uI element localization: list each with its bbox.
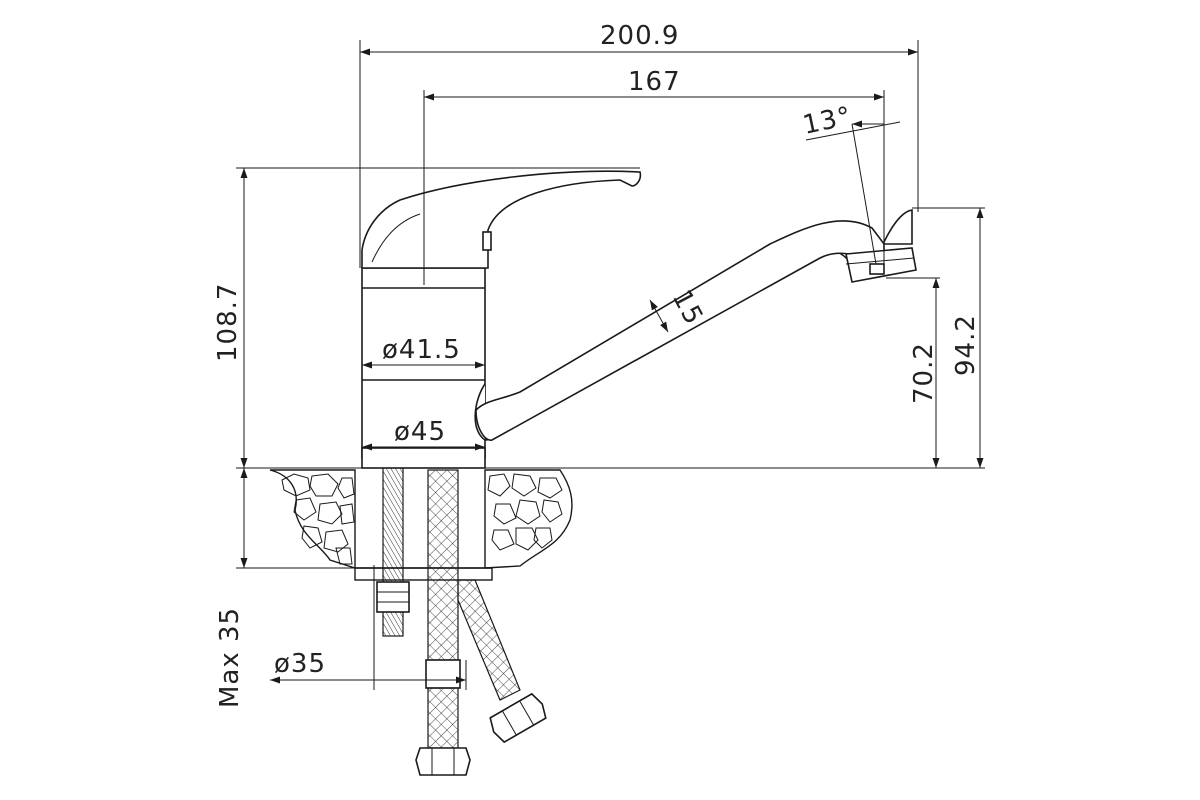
flexible-hoses	[415, 469, 547, 776]
spout-angle-label: 13°	[800, 101, 854, 141]
countertop-section	[269, 469, 573, 581]
lever-handle	[361, 170, 642, 269]
body-height-label: 108.7	[213, 283, 243, 362]
mounting-hole-diameter-label: ø35	[274, 649, 326, 679]
body-diameter-upper-label: ø41.5	[382, 335, 461, 365]
dimension-lines	[236, 40, 985, 690]
spout-reach-label: 167	[628, 67, 681, 97]
body-diameter-lower-label: ø45	[394, 417, 446, 447]
spout-height-outlet-label: 70.2	[909, 342, 939, 404]
threaded-stud	[376, 465, 410, 637]
overall-width-label: 200.9	[600, 21, 679, 51]
spout	[474, 209, 917, 441]
spout-height-top-label: 94.2	[951, 314, 981, 376]
max-counter-thickness-label: Max 35	[215, 607, 245, 708]
